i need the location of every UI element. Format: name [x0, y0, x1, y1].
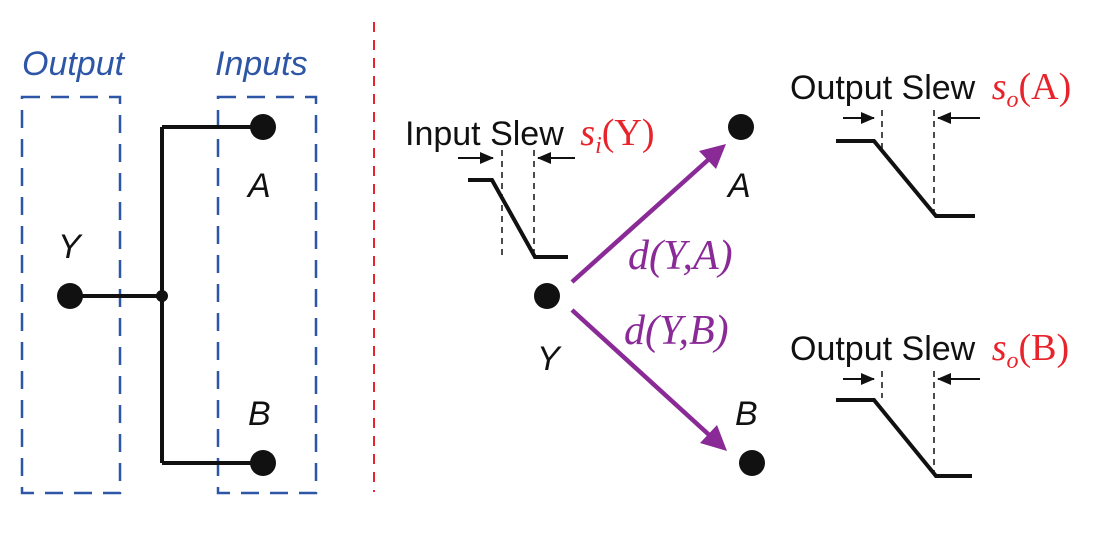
input-slew-label: Input Slew si(Y) — [405, 112, 655, 159]
output-box-title: Output — [22, 45, 126, 83]
pin-a-label: A — [246, 167, 271, 205]
output-slew-b-waveform — [836, 371, 980, 478]
right-panel: Input Slew si(Y) Y A B d(Y,A) d(Y,B) Out… — [405, 66, 1071, 478]
delay-arrow-a-head — [699, 144, 726, 169]
delay-a-label: d(Y,A) — [628, 233, 733, 279]
node-a-label: A — [726, 167, 751, 205]
inputs-dashed-box — [216, 95, 318, 495]
left-panel: Output Inputs Y A B — [20, 45, 318, 495]
node-y-label: Y — [537, 340, 562, 378]
input-slew-waveform — [458, 150, 575, 259]
pin-b-dot — [250, 450, 276, 476]
output-slew-b-label: Output Slew so(B) — [790, 327, 1069, 374]
pin-b-label: B — [248, 395, 271, 433]
inputs-box-title: Inputs — [215, 45, 308, 83]
delay-arrow-a — [570, 149, 720, 284]
node-b-label: B — [735, 395, 758, 433]
delay-arrow-b-head — [700, 425, 727, 451]
output-slew-a-label: Output Slew so(A) — [790, 66, 1071, 113]
delay-b-label: d(Y,B) — [624, 308, 729, 354]
pin-a-dot — [250, 114, 276, 140]
node-a-dot — [728, 114, 754, 140]
node-b-dot — [739, 450, 765, 476]
pin-y-dot — [57, 283, 83, 309]
pin-y-label: Y — [58, 228, 83, 266]
output-slew-a-waveform — [836, 110, 980, 218]
node-y-dot — [534, 283, 560, 309]
delay-arrow-b — [570, 308, 720, 445]
junction-dot — [156, 290, 168, 302]
